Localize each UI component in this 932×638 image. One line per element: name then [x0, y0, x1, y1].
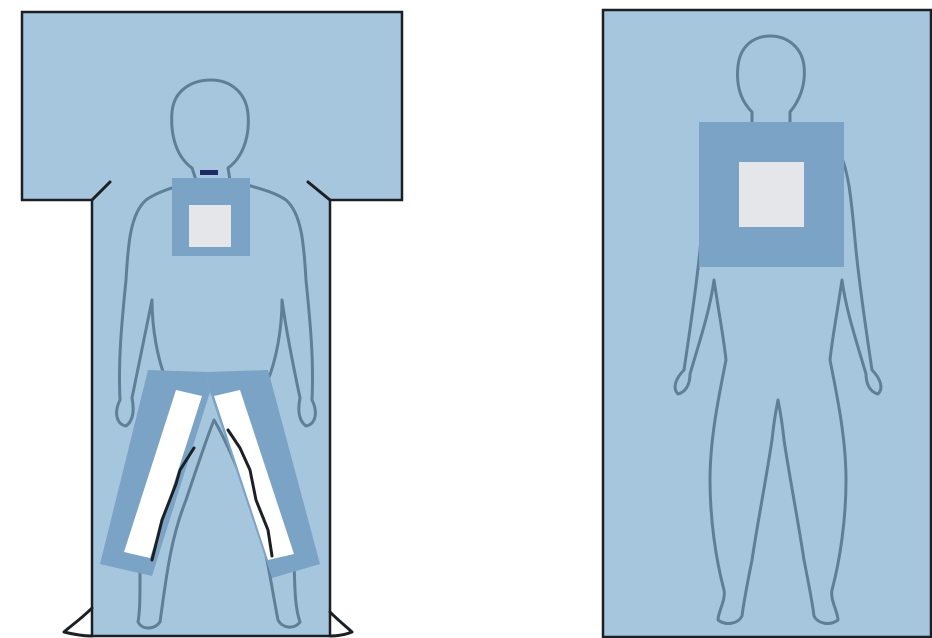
right-bottom-flap [330, 612, 352, 636]
t-shaped-drape [22, 12, 402, 636]
upper-back-window [739, 162, 804, 227]
neck-clip [200, 170, 218, 175]
rectangular-drape [603, 10, 931, 637]
chest-window [189, 205, 231, 247]
left-drape-panel [22, 12, 402, 636]
left-bottom-flap [64, 608, 92, 636]
right-drape-panel [603, 10, 931, 637]
